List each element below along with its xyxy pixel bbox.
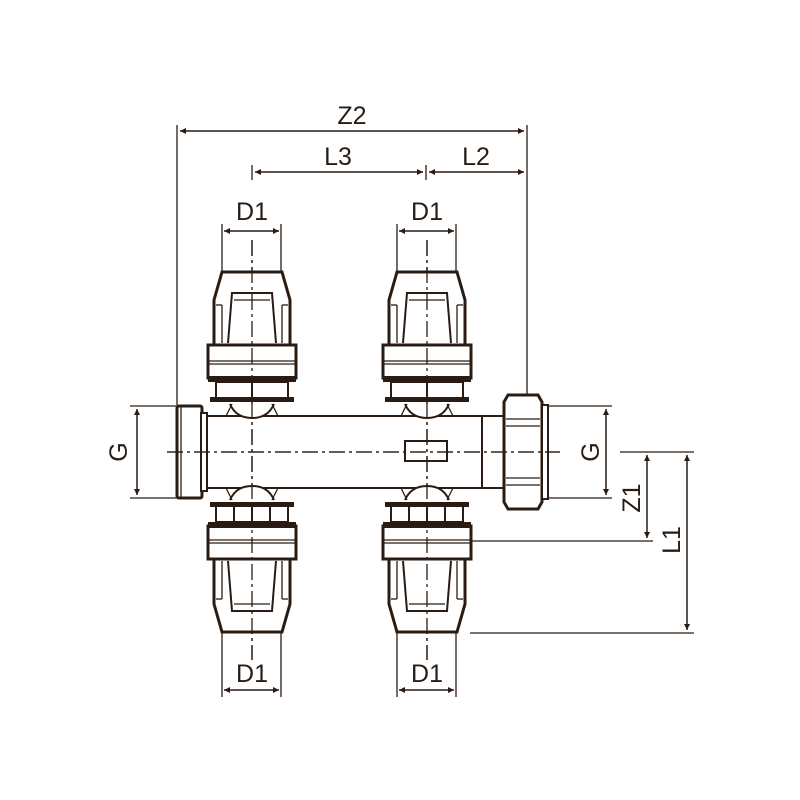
z1-label: Z1 <box>618 483 646 512</box>
l3-label: L3 <box>324 143 352 171</box>
center-lines-overlay <box>167 240 560 660</box>
d1-top-right-label: D1 <box>411 198 443 226</box>
d1-bottom-right-label: D1 <box>411 660 443 688</box>
dimension-d1-bottom <box>221 632 457 697</box>
d1-top-left-label: D1 <box>236 198 268 226</box>
dimension-l3-l2 <box>251 165 524 180</box>
g-right-label: G <box>577 442 605 461</box>
d1-bottom-left-label: D1 <box>236 660 268 688</box>
l2-label: L2 <box>462 143 490 171</box>
dimension-z2 <box>176 125 528 405</box>
l1-label: L1 <box>658 526 686 554</box>
dimension-g-right <box>548 405 612 499</box>
dimension-g-left <box>130 405 178 499</box>
g-left-label: G <box>105 442 133 461</box>
z2-label: Z2 <box>337 102 366 130</box>
dimension-d1-top <box>221 224 457 272</box>
dimension-z1-l1 <box>470 451 694 634</box>
